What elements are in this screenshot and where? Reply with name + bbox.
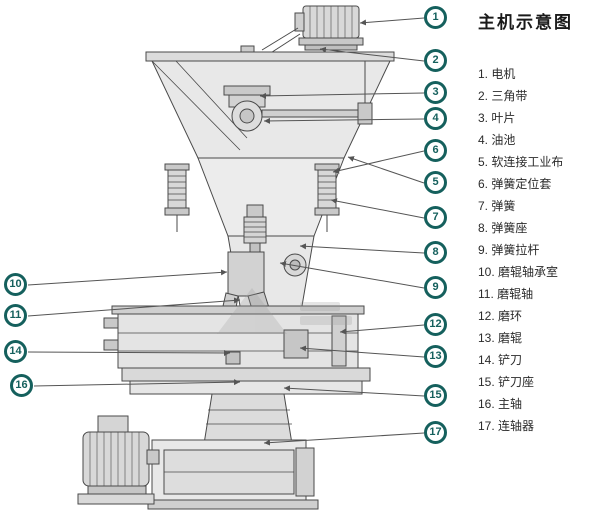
leader-line-11	[27, 297, 241, 317]
leader-line-16	[33, 379, 241, 387]
legend-item-2: 2. 三角带	[478, 89, 528, 103]
callout-1: 1	[424, 6, 447, 29]
callout-15: 15	[424, 384, 447, 407]
bottom-motor	[77, 415, 160, 505]
callout-10: 10	[4, 273, 27, 296]
leader-line-2	[319, 46, 425, 62]
legend-panel: 主机示意图 1. 电机 2. 三角带 3. 叶片 4. 油池 5. 软连接工业布…	[478, 8, 598, 437]
callout-8: 8	[424, 241, 447, 264]
leader-lines	[27, 17, 425, 446]
legend-item-14: 14. 铲刀	[478, 353, 523, 367]
legend-item-1: 1. 电机	[478, 67, 516, 81]
legend-item-3: 3. 叶片	[478, 111, 516, 125]
callout-16: 16	[10, 374, 33, 397]
callout-2: 2	[424, 49, 447, 72]
legend-item-10: 10. 磨辊轴承室	[478, 265, 559, 279]
legend-item-13: 13. 磨辊	[478, 331, 523, 345]
legend-item-9: 9. 弹簧拉杆	[478, 243, 540, 257]
leader-line-1	[359, 17, 425, 26]
callout-9: 9	[424, 276, 447, 299]
legend-item-6: 6. 弹簧定位套	[478, 177, 552, 191]
legend-item-7: 7. 弹簧	[478, 199, 516, 213]
callout-7: 7	[424, 206, 447, 229]
legend-item-8: 8. 弹簧座	[478, 221, 528, 235]
callout-3: 3	[424, 81, 447, 104]
callout-6: 6	[424, 139, 447, 162]
legend-item-16: 16. 主轴	[478, 397, 523, 411]
leader-line-14	[27, 349, 231, 356]
leader-line-9	[279, 261, 425, 289]
callout-17: 17	[424, 421, 447, 444]
side-arm	[261, 61, 373, 125]
callout-11: 11	[4, 304, 27, 327]
callout-13: 13	[424, 345, 447, 368]
blade-oil-pool	[223, 85, 271, 132]
callout-4: 4	[424, 107, 447, 130]
top-motor	[294, 5, 364, 51]
mill-assembly	[77, 5, 395, 510]
base-rings	[121, 367, 371, 395]
callout-5: 5	[424, 171, 447, 194]
page-title: 主机示意图	[478, 13, 573, 32]
leader-line-12	[339, 324, 425, 335]
leader-line-17	[263, 432, 425, 446]
leader-line-7	[330, 198, 425, 219]
legend-item-5: 5. 软连接工业布	[478, 155, 564, 169]
leader-line-6	[332, 150, 425, 174]
leader-line-15	[283, 385, 425, 397]
legend-item-11: 11. 磨辊轴	[478, 287, 534, 301]
callout-14: 14	[4, 340, 27, 363]
watermark	[217, 288, 352, 334]
legend-item-15: 15. 铲刀座	[478, 375, 535, 389]
legend-item-17: 17. 连轴器	[478, 419, 535, 433]
legend-item-12: 12. 磨环	[478, 309, 523, 323]
bottom-frame	[147, 439, 319, 510]
legend-item-4: 4. 油池	[478, 133, 516, 147]
leader-line-4	[263, 117, 425, 124]
legend-list: 1. 电机 2. 三角带 3. 叶片 4. 油池 5. 软连接工业布 6. 弹簧…	[478, 63, 598, 437]
leader-line-13	[299, 345, 425, 358]
callout-12: 12	[424, 313, 447, 336]
spring-unit-left	[164, 163, 190, 232]
leader-line-5	[347, 156, 425, 184]
leader-line-3	[259, 92, 425, 99]
grinding-chamber	[103, 305, 365, 369]
leader-line-10	[27, 269, 228, 286]
leader-line-8	[299, 243, 425, 254]
